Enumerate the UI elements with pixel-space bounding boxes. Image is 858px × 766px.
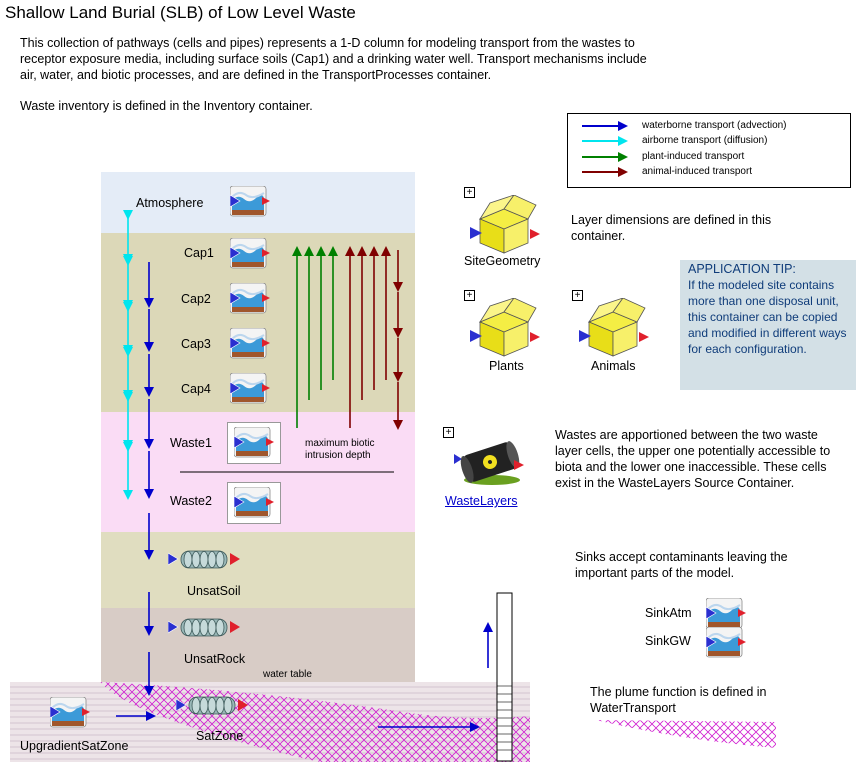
unsat-rock-label: UnsatRock (184, 652, 246, 666)
inventory-note: Waste inventory is defined in the Invent… (20, 99, 313, 113)
legend-item-waterborne: waterborne transport (advection) (580, 120, 850, 134)
sink-gw-cell-icon[interactable] (706, 627, 750, 659)
legend-label: waterborne transport (advection) (642, 120, 787, 131)
cap3-label: Cap3 (181, 337, 211, 351)
upgradient-label: UpgradientSatZone (20, 739, 129, 753)
unsat-soil-label: UnsatSoil (187, 584, 241, 598)
unsat-soil-pipe-icon[interactable] (168, 550, 242, 570)
atmosphere-cell-icon[interactable] (230, 186, 274, 218)
sat-zone-pipe-icon[interactable] (176, 696, 250, 716)
legend-item-plant: plant-induced transport (580, 151, 850, 165)
cyan-arrow-icon (582, 136, 628, 146)
waste2-cell-frame[interactable] (227, 482, 281, 524)
biotic-depth-note: maximum biotic intrusion depth (305, 438, 375, 461)
plants-container-icon[interactable] (470, 298, 542, 358)
waste-layers-expand-icon[interactable]: + (443, 427, 454, 438)
green-arrow-icon (582, 152, 628, 162)
unsat-rock-pipe-icon[interactable] (168, 618, 242, 638)
waste2-label: Waste2 (170, 494, 212, 508)
sinks-note: Sinks accept contaminants leaving the im… (575, 550, 788, 580)
plume-note: The plume function is defined in WaterTr… (590, 685, 767, 715)
site-geometry-note: Layer dimensions are defined in this con… (571, 213, 772, 243)
legend: waterborne transport (advection) airborn… (567, 113, 851, 188)
cap2-cell-icon[interactable] (230, 283, 274, 315)
darkred-arrow-icon (582, 167, 628, 177)
cap4-label: Cap4 (181, 382, 211, 396)
plants-label: Plants (489, 359, 524, 373)
cap3-cell-icon[interactable] (230, 328, 274, 360)
waste1-cell-icon (234, 427, 275, 458)
legend-item-airborne: airborne transport (diffusion) (580, 135, 850, 149)
site-geometry-container-icon[interactable] (470, 195, 542, 255)
atmosphere-label: Atmosphere (136, 196, 204, 210)
waste-barrel-icon[interactable] (452, 438, 526, 488)
upgradient-cell-icon[interactable] (50, 697, 94, 729)
waste1-label: Waste1 (170, 436, 212, 450)
blue-arrow-icon (582, 121, 628, 131)
tip-heading: APPLICATION TIP: (688, 262, 796, 276)
site-geometry-label: SiteGeometry (464, 254, 541, 268)
waste-layers-link[interactable]: WasteLayers (445, 494, 518, 508)
tip-body: If the modeled site contains more than o… (688, 278, 847, 356)
water-table-label: water table (263, 669, 312, 680)
model-description: This collection of pathways (cells and p… (20, 36, 647, 82)
application-tip: APPLICATION TIP: If the modeled site con… (680, 260, 856, 390)
site-geometry-expand-icon[interactable]: + (464, 187, 475, 198)
animals-container-icon[interactable] (579, 298, 651, 358)
sink-gw-label: SinkGW (645, 634, 691, 648)
legend-item-animal: animal-induced transport (580, 166, 850, 180)
animals-label: Animals (591, 359, 636, 373)
animals-expand-icon[interactable]: + (572, 290, 583, 301)
waste1-cell-frame[interactable] (227, 422, 281, 464)
plants-expand-icon[interactable]: + (464, 290, 475, 301)
waste-layers-note: Wastes are apportioned between the two w… (555, 428, 831, 490)
cap1-label: Cap1 (184, 246, 214, 260)
legend-label: airborne transport (diffusion) (642, 135, 768, 146)
legend-label: animal-induced transport (642, 166, 753, 177)
legend-label: plant-induced transport (642, 151, 745, 162)
cap4-cell-icon[interactable] (230, 373, 274, 405)
cap2-label: Cap2 (181, 292, 211, 306)
sink-atm-label: SinkAtm (645, 606, 692, 620)
sink-atm-cell-icon[interactable] (706, 598, 750, 630)
waste2-cell-icon (234, 487, 275, 518)
page-title: Shallow Land Burial (SLB) of Low Level W… (5, 3, 356, 22)
cap1-cell-icon[interactable] (230, 238, 274, 270)
sat-zone-label: SatZone (196, 729, 244, 743)
